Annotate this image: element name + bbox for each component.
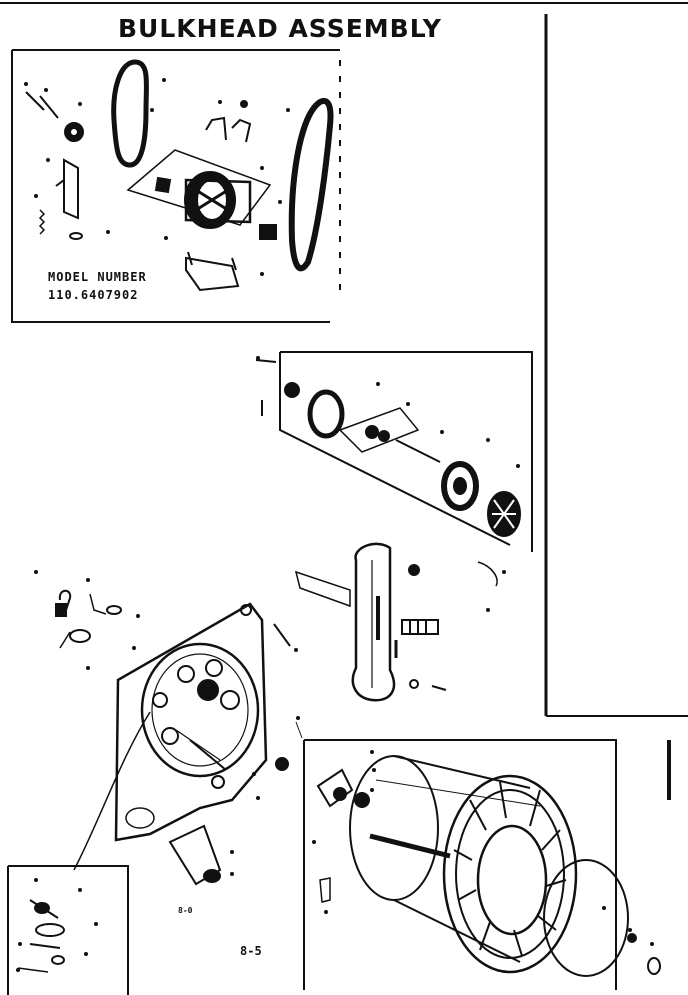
roller-inset — [7, 865, 129, 995]
callout-marks — [16, 78, 654, 972]
diagram-title: BULKHEAD ASSEMBLY — [118, 14, 442, 43]
bulkhead-panel — [55, 589, 291, 886]
rear-bearing-inset — [255, 351, 533, 552]
motor-assembly-inset — [11, 49, 341, 323]
model-number-value: 110.6407902 — [48, 288, 139, 302]
blower-duct — [294, 542, 498, 702]
page-code: 8-5 — [240, 944, 262, 958]
drum-assembly-inset — [295, 721, 661, 990]
model-number-label: MODEL NUMBER — [48, 270, 147, 284]
minor-reference-text: 8-0 — [178, 906, 193, 915]
